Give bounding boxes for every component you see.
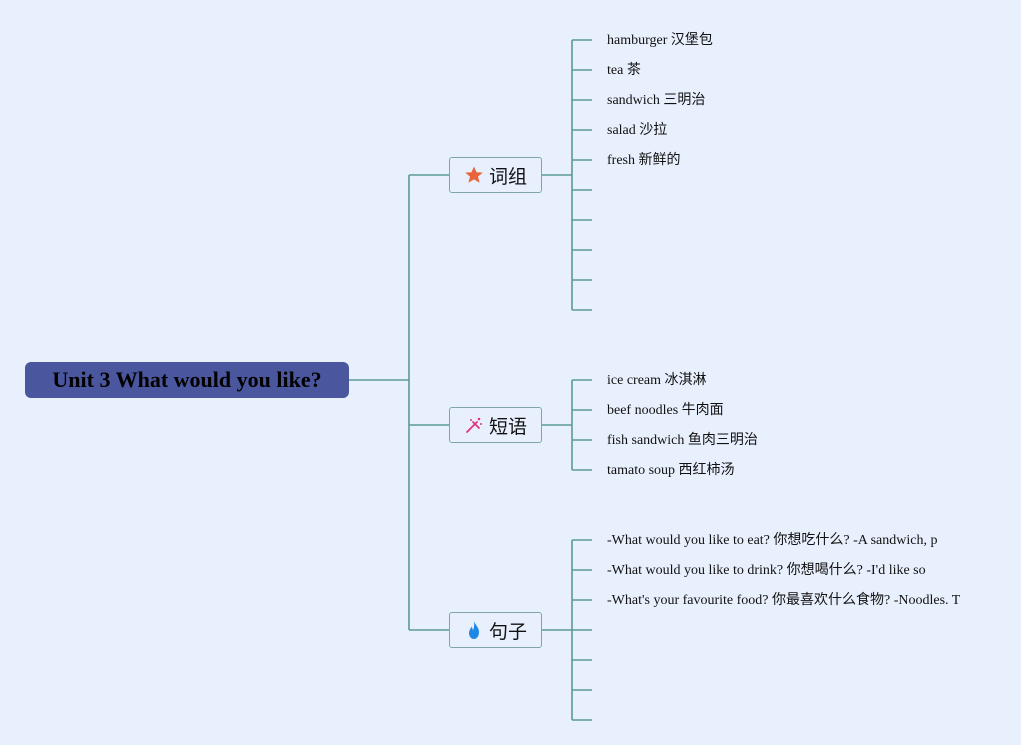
leaf-phrases-3[interactable]: tamato soup 西红柿汤	[607, 463, 735, 478]
leaf-sentences-2[interactable]: -What's your favourite food? 你最喜欢什么食物? -…	[607, 593, 961, 608]
leaf-words-3[interactable]: salad 沙拉	[607, 123, 668, 138]
branch-phrases[interactable]: 短语	[449, 407, 542, 443]
leaf-words-1[interactable]: tea 茶	[607, 63, 641, 78]
leaf-words-2[interactable]: sandwich 三明治	[607, 93, 706, 108]
leaf-phrases-0[interactable]: ice cream 冰淇淋	[607, 373, 707, 388]
leaf-phrases-1[interactable]: beef noodles 牛肉面	[607, 403, 724, 418]
star-icon	[464, 165, 484, 185]
branch-words[interactable]: 词组	[449, 157, 542, 193]
leaf-words-4[interactable]: fresh 新鲜的	[607, 153, 681, 168]
branch-sentences[interactable]: 句子	[449, 612, 542, 648]
leaf-sentences-0[interactable]: -What would you like to eat? 你想吃什么? -A s…	[607, 533, 938, 548]
branch-words-label: 词组	[488, 165, 527, 188]
magic-wand-icon	[464, 415, 484, 435]
root-topic-label: Unit 3 What would you like?	[52, 367, 322, 392]
root-topic[interactable]: Unit 3 What would you like?	[25, 362, 349, 398]
branch-phrases-label: 短语	[488, 415, 527, 438]
leaf-sentences-1[interactable]: -What would you like to drink? 你想喝什么? -I…	[607, 563, 926, 578]
fire-icon	[464, 620, 484, 640]
leaf-words-0[interactable]: hamburger 汉堡包	[607, 33, 713, 48]
branch-sentences-label: 句子	[488, 620, 527, 643]
leaf-phrases-2[interactable]: fish sandwich 鱼肉三明治	[607, 433, 758, 448]
